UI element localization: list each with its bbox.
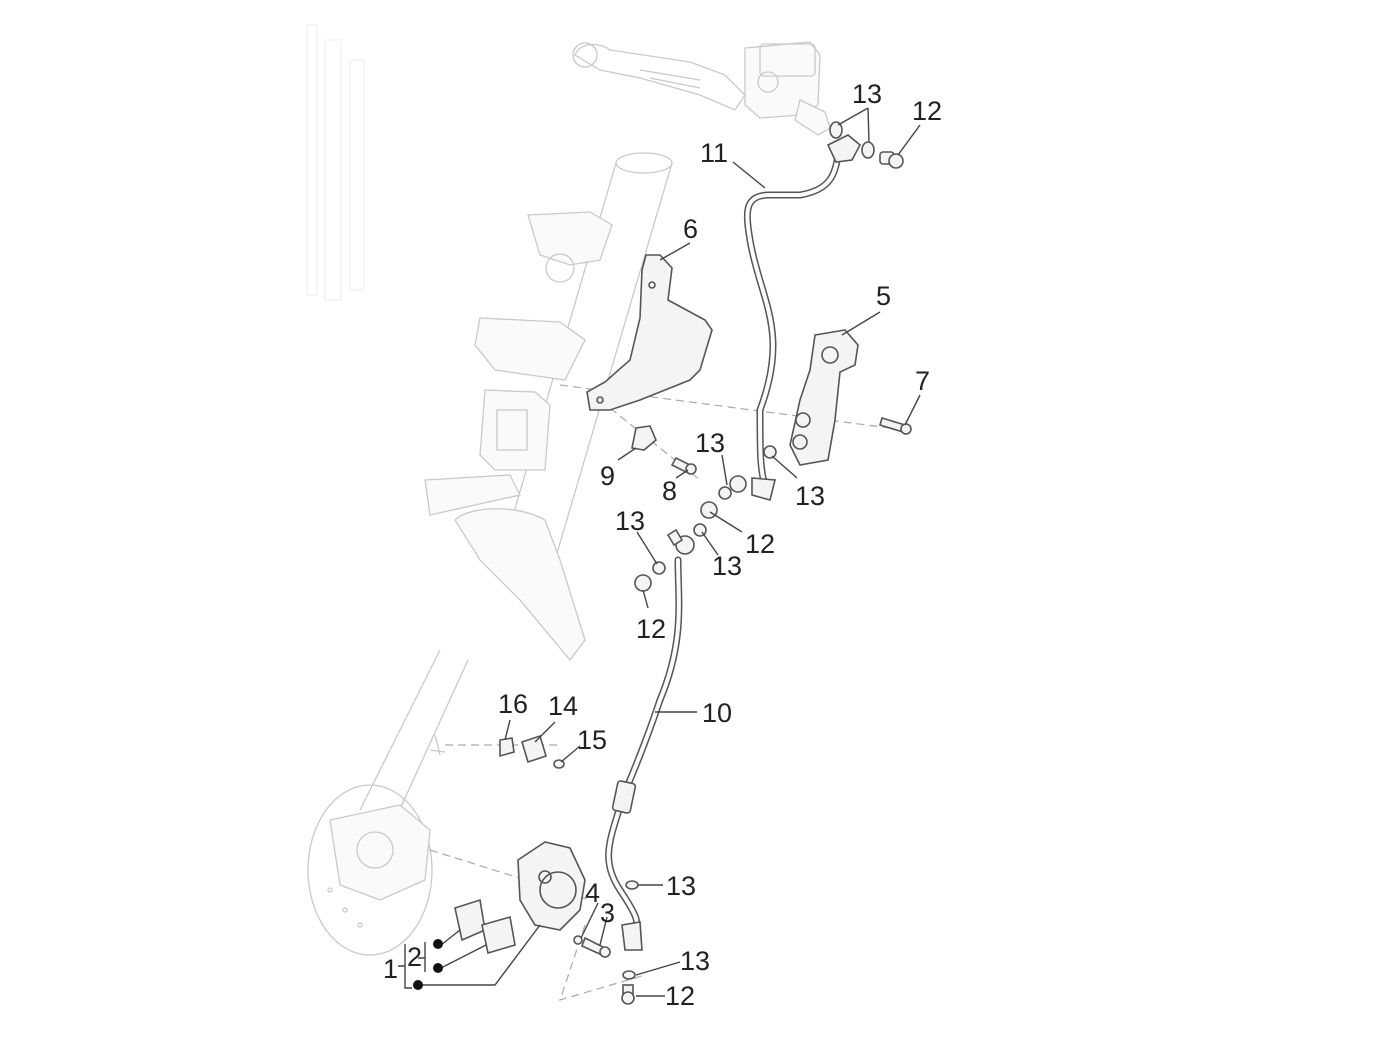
brake-pad-b[interactable] [481, 915, 516, 955]
washer-part-4[interactable] [573, 935, 583, 945]
callout-13: 13 [666, 871, 696, 901]
screw-part-8[interactable] [670, 456, 697, 475]
callout-16: 16 [498, 689, 528, 719]
callout-5: 5 [876, 281, 891, 311]
callout-13: 13 [615, 506, 645, 536]
clip-part-16[interactable] [499, 737, 515, 758]
callout-9: 9 [600, 461, 615, 491]
clip-part-14[interactable] [521, 734, 547, 764]
washer-13-mid-b[interactable] [729, 475, 747, 493]
hose-junction-block[interactable] [789, 329, 859, 466]
washer-13-bottom-b[interactable] [622, 970, 636, 980]
callout-12: 12 [665, 981, 695, 1011]
callout-10: 10 [702, 698, 732, 728]
washer-13-top-left[interactable] [829, 121, 843, 139]
callout-13: 13 [695, 428, 725, 458]
banjo-bolt-12-top[interactable] [879, 151, 904, 169]
callout-7: 7 [915, 366, 930, 396]
kit-markers [413, 939, 443, 990]
callout-14: 14 [548, 691, 578, 721]
callout-3: 3 [600, 898, 615, 928]
callout-12: 12 [745, 529, 775, 559]
washer-13-bottom-a[interactable] [625, 880, 639, 890]
callout-13: 13 [680, 946, 710, 976]
callout-13: 13 [795, 481, 825, 511]
callout-11: 11 [700, 138, 728, 168]
clip-part-9[interactable] [631, 425, 657, 451]
washer-13-lower-left[interactable] [652, 561, 666, 575]
lower-brake-hose[interactable] [605, 556, 683, 951]
callout-15: 15 [577, 725, 607, 755]
banjo-fitting[interactable] [666, 528, 695, 555]
callout-4: 4 [585, 878, 600, 908]
brake-lever[interactable] [572, 42, 746, 111]
brake-caliper[interactable] [517, 841, 586, 931]
washer-13-mid-a[interactable] [718, 486, 732, 500]
callout-8: 8 [662, 476, 677, 506]
brake-pad-a[interactable] [454, 898, 486, 942]
callout-12: 12 [636, 614, 666, 644]
bolt-part-3[interactable] [580, 936, 611, 958]
front-fork-with-disc [307, 649, 469, 956]
banjo-bolt-12-bottom[interactable] [621, 984, 635, 1005]
callout-12: 12 [912, 96, 942, 126]
banjo-bolt-12-lower-left[interactable] [634, 574, 652, 592]
callout-2: 2 [407, 942, 422, 972]
washer-13-top-right[interactable] [861, 141, 875, 159]
callout-labels: 13 12 11 6 5 7 13 9 8 13 13 12 13 12 10 … [383, 79, 942, 1011]
washer-13-mid-c[interactable] [763, 445, 777, 459]
bolt-part-7[interactable] [879, 416, 912, 435]
callout-6: 6 [683, 214, 698, 244]
master-cylinder[interactable] [744, 41, 831, 136]
callout-13: 13 [852, 79, 882, 109]
callout-13: 13 [712, 551, 742, 581]
leader-lines [398, 107, 921, 997]
steering-column [424, 152, 673, 662]
watermark [306, 24, 365, 301]
upper-brake-hose[interactable] [743, 134, 862, 501]
callout-1: 1 [383, 954, 398, 984]
hose-bracket[interactable] [586, 254, 713, 411]
